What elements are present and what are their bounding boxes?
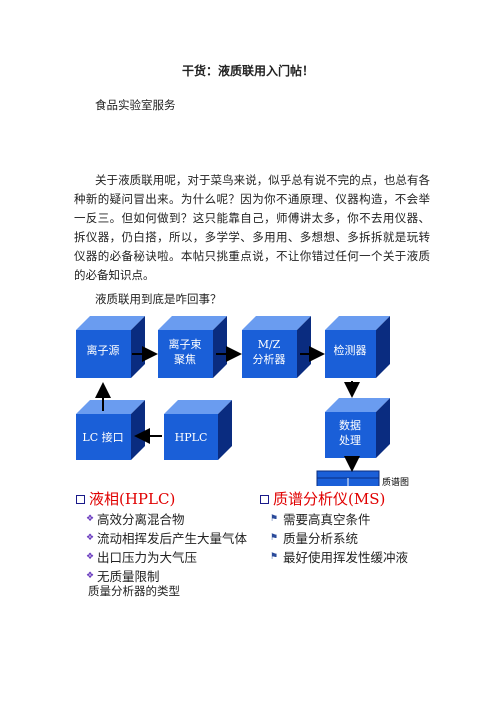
analyzer-box: M/Z 分析器	[242, 316, 311, 378]
intro-paragraph: 关于液质联用呢，对于菜鸟来说，似乎总有说不完的点，也总有各种新的疑问冒出来。为什…	[74, 173, 430, 282]
hplc-heading-text: 液相(HPLC)	[89, 490, 176, 508]
list-item: ⚑需要高真空条件	[270, 512, 371, 527]
data-processing-label-1: 数据	[339, 418, 361, 432]
ion-focus-box: 离子束 聚焦	[158, 316, 227, 378]
detector-box: 检测器	[325, 316, 390, 378]
diamond-bullet-icon: ❖	[86, 552, 95, 562]
hplc-heading: 液相(HPLC)	[76, 488, 247, 510]
hplc-box: HPLC	[164, 400, 232, 460]
list-item: ❖出口压力为大气压	[86, 550, 198, 565]
list-item: ⚑最好使用挥发性缓冲液	[270, 550, 409, 565]
ion-focus-label-1: 离子束	[169, 337, 202, 351]
lc-interface-label: LC 接口	[82, 431, 123, 444]
ion-source-label: 离子源	[87, 343, 120, 357]
flag-bullet-icon: ⚑	[270, 552, 279, 562]
list-item: ⚑质量分析系统	[270, 531, 359, 546]
hplc-label: HPLC	[175, 431, 208, 444]
lcms-flow-diagram: 离子源 离子束 聚焦 M/Z 分析器 检测器	[72, 308, 432, 486]
ion-source-box: 离子源	[76, 316, 145, 378]
hplc-column: 液相(HPLC) ❖高效分离混合物 ❖流动相挥发后产生大量气体 ❖出口压力为大气…	[76, 488, 247, 586]
analyzer-label-1: M/Z	[258, 338, 281, 351]
diamond-bullet-icon: ❖	[86, 571, 95, 581]
data-processing-box: 数据 处理	[325, 398, 390, 458]
flag-bullet-icon: ⚑	[270, 514, 279, 524]
ion-focus-label-2: 聚焦	[174, 353, 196, 366]
lc-interface-box: LC 接口	[76, 400, 145, 460]
detector-label: 检测器	[334, 343, 367, 357]
analyzer-label-2: 分析器	[253, 352, 286, 366]
ms-heading: 质谱分析仪(MS)	[260, 488, 408, 510]
data-processing-label-2: 处理	[339, 434, 361, 447]
list-item: ❖高效分离混合物	[86, 512, 185, 527]
page-title: 干货：液质联用入门帖！	[181, 64, 314, 78]
list-item: ❖无质量限制	[86, 569, 160, 584]
spectrum-label: 质谱图	[382, 476, 409, 486]
square-bullet-icon	[260, 494, 269, 504]
flag-bullet-icon: ⚑	[270, 533, 279, 543]
subtitle: 食品实验室服务	[95, 98, 176, 112]
comparison-lists: 液相(HPLC) ❖高效分离混合物 ❖流动相挥发后产生大量气体 ❖出口压力为大气…	[72, 488, 432, 588]
ms-heading-text: 质谱分析仪(MS)	[273, 490, 386, 508]
section-caption: 质量分析器的类型	[88, 584, 180, 598]
list-item: ❖流动相挥发后产生大量气体	[86, 531, 248, 546]
section-question: 液质联用到底是咋回事？	[95, 292, 222, 306]
square-bullet-icon	[76, 494, 85, 504]
ms-column: 质谱分析仪(MS) ⚑需要高真空条件 ⚑质量分析系统 ⚑最好使用挥发性缓冲液	[260, 488, 408, 567]
diamond-bullet-icon: ❖	[86, 514, 95, 524]
spectrum-box-partial: 质谱图	[316, 470, 409, 486]
diamond-bullet-icon: ❖	[86, 533, 95, 543]
